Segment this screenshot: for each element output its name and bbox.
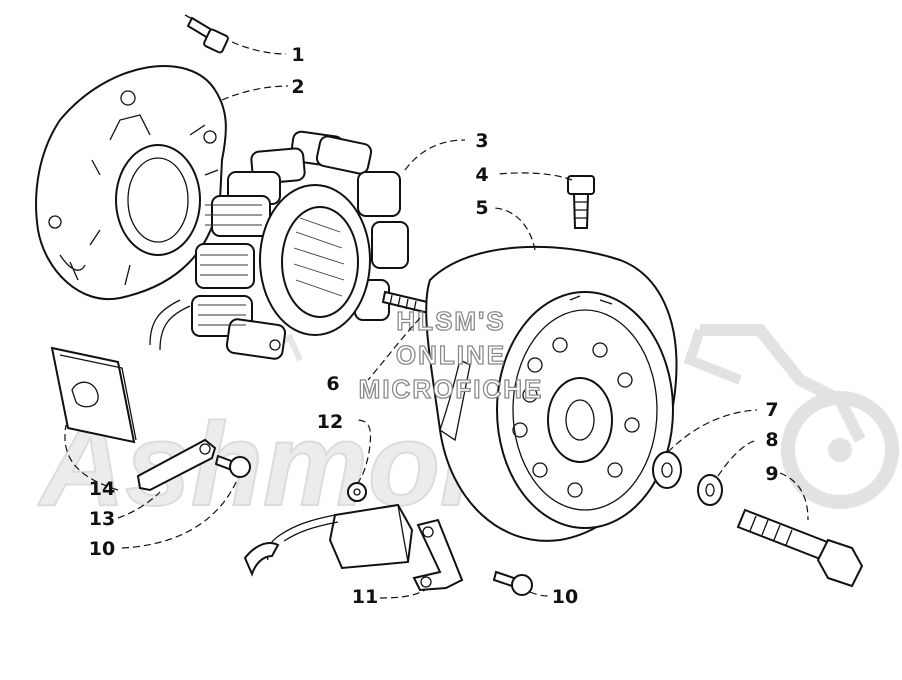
callout-5: 5 (475, 197, 488, 219)
bracket-13 (136, 438, 217, 492)
watermark-line-1: HLSM'S (396, 306, 505, 336)
stator-housing (35, 65, 227, 301)
callout-13: 13 (89, 508, 115, 530)
callout-8: 8 (765, 429, 778, 451)
bolt-9 (736, 508, 864, 588)
stator-coils (149, 130, 409, 360)
callout-3: 3 (475, 130, 488, 152)
callout-6: 6 (326, 373, 339, 395)
callout-2: 2 (291, 76, 304, 98)
screw-10-right (492, 570, 533, 596)
callout-9: 9 (765, 463, 778, 485)
bolt-1 (184, 14, 229, 54)
callout-14: 14 (89, 478, 115, 500)
leader-lines (64, 41, 809, 599)
callout-11: 11 (352, 586, 378, 608)
watermark-text: HLSM'S ONLINE MICROFICHE (358, 305, 544, 404)
watermark-line-3: MICROFICHE (359, 374, 544, 404)
washer-7 (652, 451, 682, 489)
callout-labels: 1 2 3 4 5 6 7 8 9 10 10 11 12 13 14 (89, 44, 779, 608)
gasket-14 (50, 346, 137, 444)
screw-10-left (214, 454, 251, 478)
callout-4: 4 (475, 164, 488, 186)
callout-10-right: 10 (552, 586, 578, 608)
pickup-sensor (243, 503, 414, 577)
bracket-11 (412, 518, 464, 592)
washer-8 (697, 474, 723, 506)
callout-1: 1 (291, 44, 304, 66)
watermark-line-2: ONLINE (396, 340, 506, 370)
flywheel (425, 245, 678, 542)
callout-10-left: 10 (89, 538, 115, 560)
callout-7: 7 (765, 399, 778, 421)
callout-12: 12 (317, 411, 343, 433)
bolt-4 (567, 175, 595, 229)
washer-12 (347, 482, 367, 502)
